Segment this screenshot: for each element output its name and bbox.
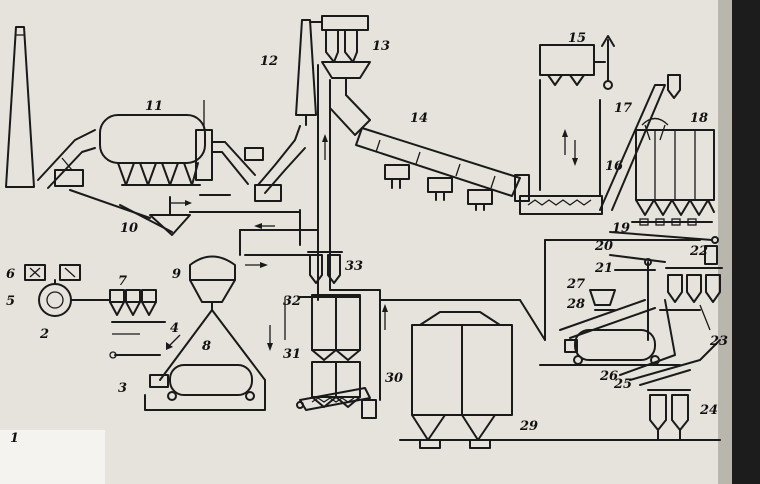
label-14: 14 [410, 111, 428, 126]
flue-duct [37, 129, 96, 189]
label-1: 1 [10, 431, 19, 446]
conveyor-3 [109, 351, 161, 359]
ball-mill-8 [144, 364, 266, 411]
page-edge [732, 0, 760, 484]
cement-mill-26 [539, 299, 681, 376]
gas-ducts-mid [199, 125, 306, 202]
label-13: 13 [372, 39, 390, 54]
conveyor-25 [629, 339, 721, 386]
label-33: 33 [345, 259, 363, 274]
label-16: 16 [605, 159, 623, 174]
label-20: 20 [594, 239, 613, 254]
separator-9 [159, 255, 273, 381]
label-27: 27 [566, 277, 585, 292]
label-15: 15 [568, 31, 586, 46]
label-22: 22 [689, 244, 708, 259]
silos-18 [631, 117, 715, 226]
elevator-17 [599, 74, 681, 211]
label-23: 23 [709, 334, 728, 349]
conveyors-19-22 [544, 231, 719, 341]
chimney [5, 26, 35, 188]
label-25: 25 [613, 377, 632, 392]
cyclones-13 [309, 15, 371, 96]
label-8: 8 [202, 339, 211, 354]
dust-bin-10 [69, 189, 301, 246]
label-4: 4 [170, 321, 179, 336]
label-28: 28 [566, 297, 585, 312]
filter-15 [539, 35, 615, 90]
label-18: 18 [690, 111, 708, 126]
cyclones-32-33 [244, 251, 343, 340]
cyclone-column-12 [295, 19, 317, 126]
label-19: 19 [612, 221, 630, 236]
label-21: 21 [594, 261, 613, 276]
label-29: 29 [519, 419, 538, 434]
label-30: 30 [385, 371, 403, 386]
label-9: 9 [172, 267, 181, 282]
label-31: 31 [283, 347, 301, 362]
page-shadow [718, 0, 732, 484]
label-24: 24 [699, 403, 718, 418]
paper-patch [0, 430, 105, 484]
label-11: 11 [145, 99, 163, 114]
label-32: 32 [283, 294, 301, 309]
label-2: 2 [39, 327, 49, 342]
arrow-dust [170, 200, 192, 206]
crusher-5-6 [24, 264, 111, 317]
label-17: 17 [614, 101, 632, 116]
feeders-27-28 [589, 258, 656, 341]
bins-23 [659, 267, 723, 331]
feeders-7 [109, 289, 166, 335]
return-line [239, 223, 319, 256]
label-10: 10 [120, 221, 138, 236]
label-6: 6 [6, 267, 15, 282]
rotary-kiln-14 [329, 94, 530, 211]
label-12: 12 [260, 54, 278, 69]
electrofilter-11 [99, 100, 213, 186]
label-3: 3 [118, 381, 127, 396]
cooler-16 [519, 79, 603, 215]
labels: 1 2 3 4 5 6 7 8 9 10 11 12 13 14 15 16 1… [6, 31, 728, 446]
label-5: 5 [6, 294, 15, 309]
silos-29 [379, 299, 661, 449]
label-7: 7 [118, 274, 127, 289]
silos-31 [299, 294, 361, 408]
label-26: 26 [599, 369, 618, 384]
